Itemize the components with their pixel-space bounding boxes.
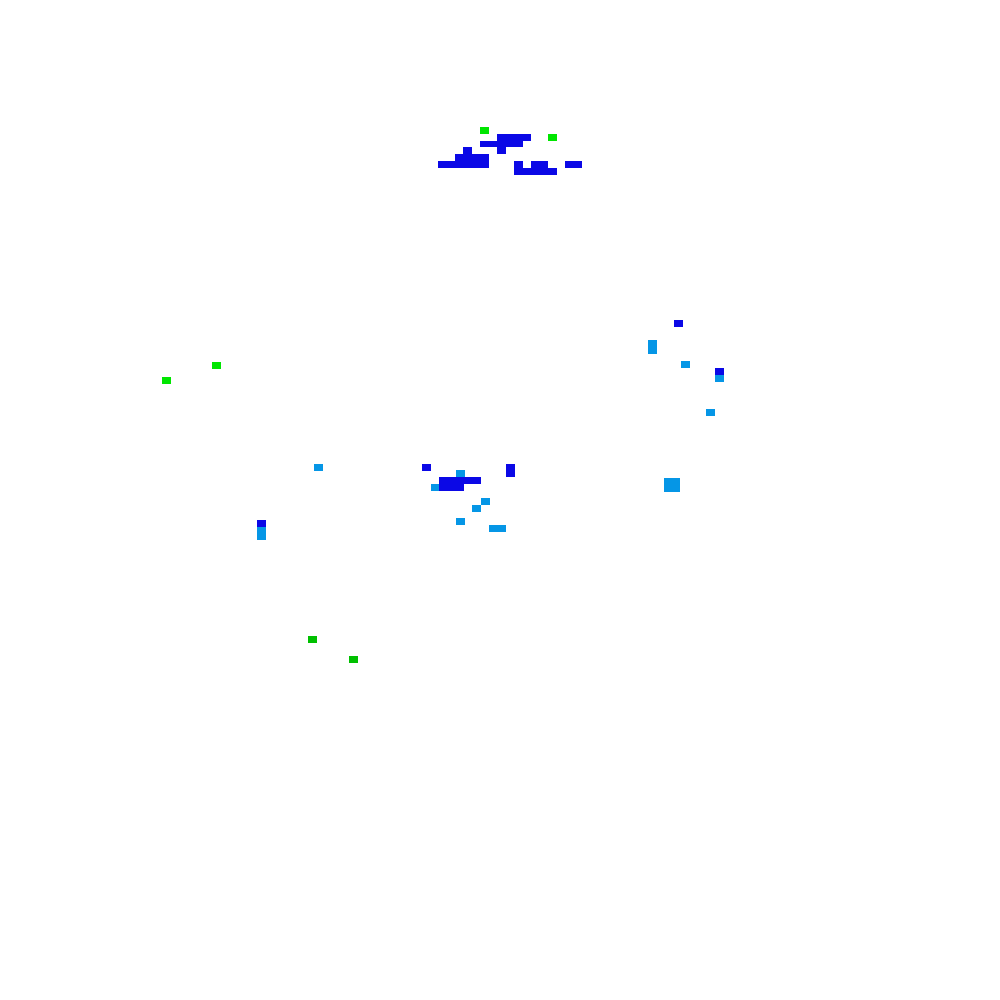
center-light-marks-block-5 <box>472 505 481 512</box>
bottom-green-marks-block-2 <box>349 656 358 663</box>
top-blue-cluster-block-2 <box>480 141 523 147</box>
center-light-marks-block-3 <box>431 484 439 491</box>
center-blue-cluster-block-1 <box>422 464 431 471</box>
top-blue-cluster <box>438 134 582 175</box>
left-green-marks-block-1 <box>212 362 221 369</box>
center-light-marks <box>257 464 506 540</box>
top-blue-cluster-block-4 <box>497 147 506 154</box>
top-blue-cluster-block-8 <box>531 161 548 168</box>
right-scatter-light-block-1 <box>648 340 657 354</box>
center-blue-cluster-block-2 <box>506 464 515 477</box>
center-light-marks-block-4 <box>481 498 490 505</box>
right-scatter-dark <box>674 320 724 375</box>
left-green-marks-block-2 <box>162 377 171 384</box>
center-blue-cluster-block-4 <box>439 484 464 491</box>
left-green-marks <box>162 362 221 384</box>
right-scatter-light-block-2 <box>681 361 690 368</box>
right-scatter-light-block-5 <box>664 478 680 492</box>
center-light-marks-block-8 <box>257 527 266 540</box>
center-blue-cluster-block-5 <box>257 520 266 527</box>
right-scatter-dark-block-1 <box>674 320 683 327</box>
center-light-marks-block-1 <box>314 464 323 471</box>
bottom-green-marks <box>308 636 358 663</box>
top-green-marks-block-1 <box>480 127 489 134</box>
top-blue-cluster-block-9 <box>565 161 582 168</box>
top-blue-cluster-block-6 <box>438 161 489 168</box>
right-scatter-light <box>648 340 724 492</box>
top-blue-cluster-block-5 <box>455 154 489 161</box>
center-light-marks-block-6 <box>456 518 465 525</box>
top-blue-cluster-block-7 <box>514 161 523 168</box>
bottom-green-marks-block-1 <box>308 636 317 643</box>
top-blue-cluster-block-1 <box>497 134 531 141</box>
right-scatter-dark-block-2 <box>715 368 724 375</box>
top-green-marks <box>480 127 557 141</box>
top-blue-cluster-block-10 <box>514 168 557 175</box>
center-light-marks-block-2 <box>456 470 465 477</box>
right-scatter-light-block-3 <box>715 375 724 382</box>
center-light-marks-block-7 <box>489 525 506 532</box>
top-green-marks-block-2 <box>548 134 557 141</box>
center-blue-cluster-block-3 <box>439 477 481 484</box>
center-blue-cluster <box>257 464 515 527</box>
top-blue-cluster-block-3 <box>463 147 472 154</box>
right-scatter-light-block-4 <box>706 409 715 416</box>
